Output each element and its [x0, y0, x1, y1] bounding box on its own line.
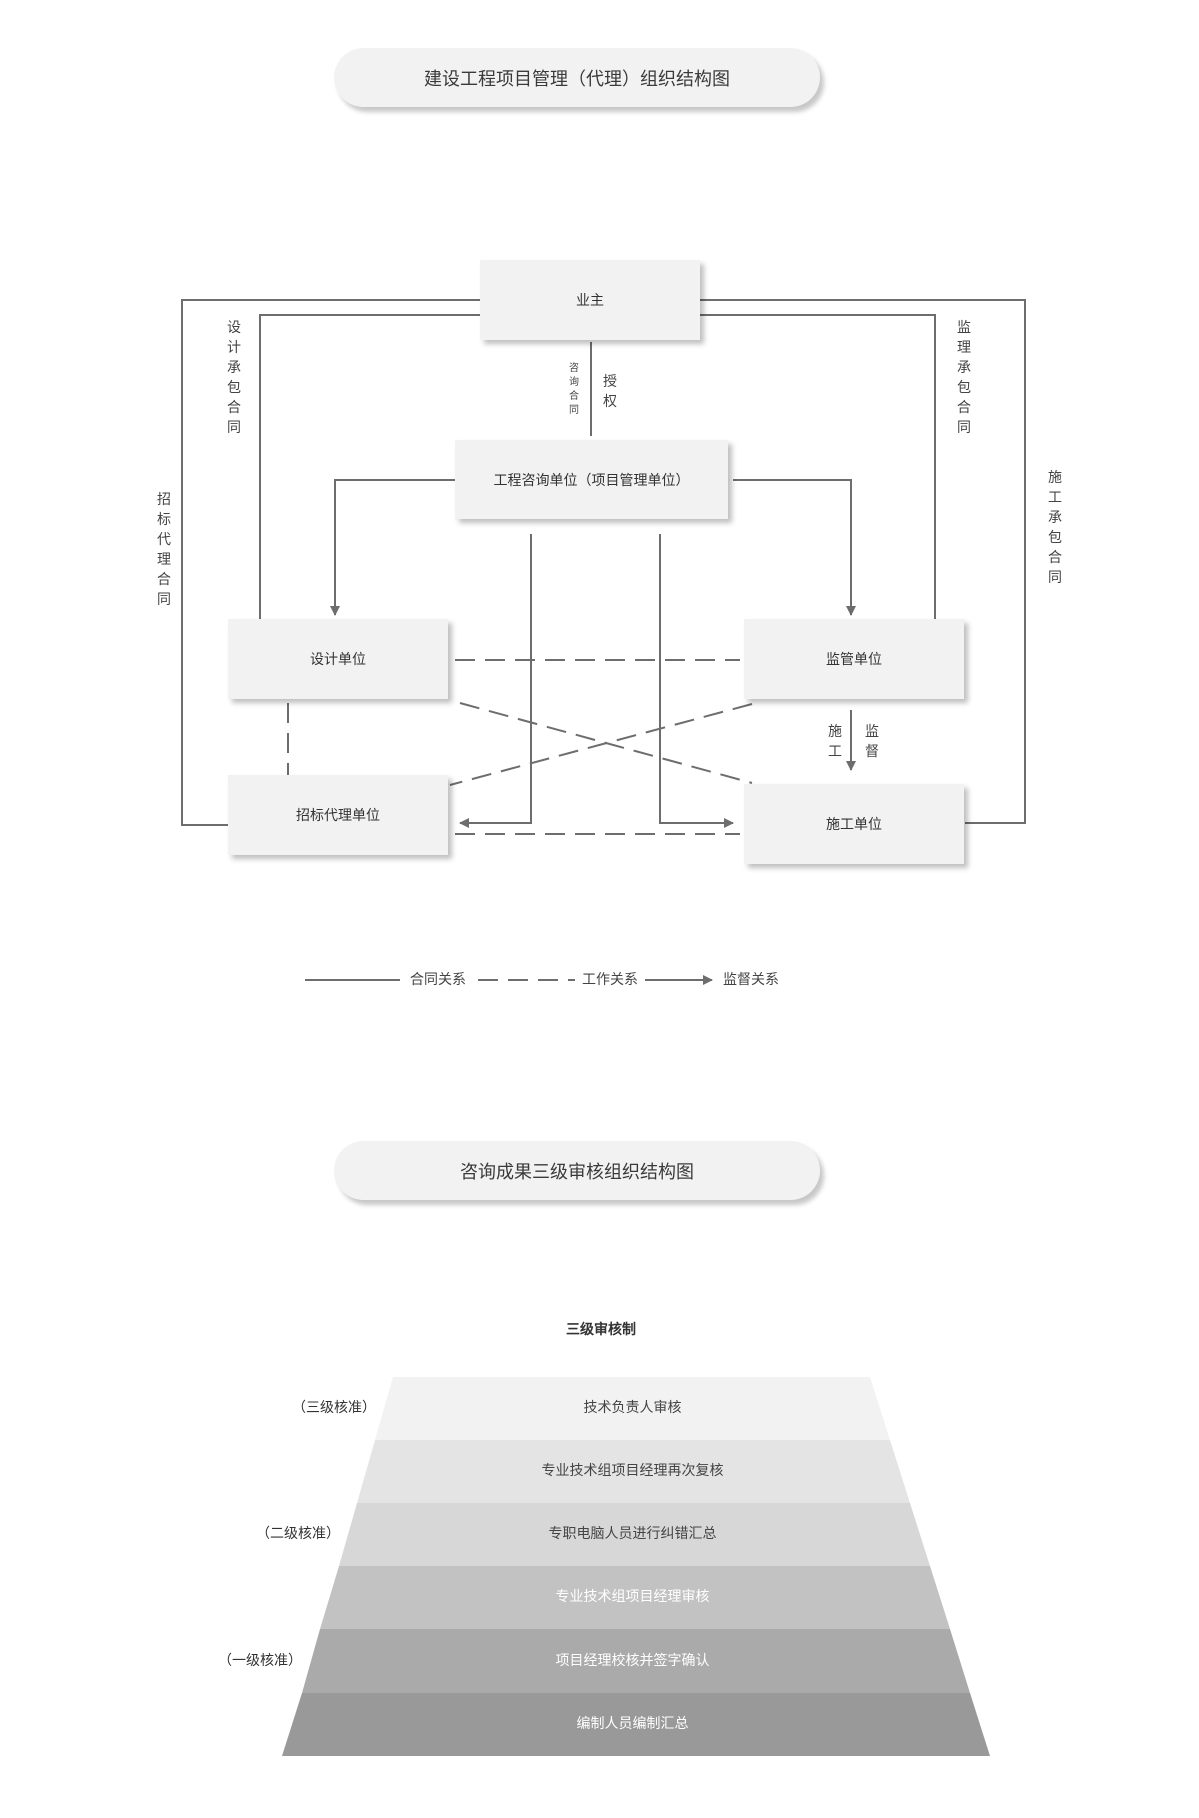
authorize-label: 授权 [603, 374, 617, 410]
review-chart-title: 咨询成果三级审核组织结构图 [334, 1141, 820, 1200]
pyramid-layer-1 [375, 1377, 890, 1440]
pyramid-layer-4 [320, 1566, 950, 1629]
oversight-label: 监督 [865, 724, 879, 760]
pyramid-layer-2 [357, 1440, 910, 1503]
node-consult: 工程咨询单位（项目管理单位） [455, 440, 728, 519]
supervise-tender-work-line [449, 703, 753, 786]
pyramid-layer-label: 技术负责人审核 [583, 1400, 682, 1416]
pyramid-layer-label: 项目经理校核并签字确认 [555, 1653, 710, 1669]
pyramid-layer-5 [302, 1629, 970, 1693]
node-design: 设计单位 [228, 619, 448, 699]
pyramid-title: 三级审核制 [566, 1322, 636, 1338]
consult-to-design-arrow [330, 479, 455, 616]
level-label-3: （三级核准） [292, 1400, 376, 1416]
legend-work-label: 工作关系 [582, 972, 638, 988]
tender-contract-label: 招标代理合同 [157, 492, 171, 608]
pyramid-layer-label: 专职电脑人员进行纠错汇总 [548, 1526, 717, 1542]
level-label-1: （一级核准） [218, 1653, 302, 1669]
pyramid-layer-label: 编制人员编制汇总 [576, 1716, 689, 1732]
supervise-contract-line [700, 314, 936, 620]
legend-contract-label: 合同关系 [410, 972, 466, 988]
tender-contract-line [181, 299, 486, 826]
construct-contract-line [700, 299, 1026, 824]
design-contract-line [259, 314, 486, 620]
node-supervise: 监管单位 [744, 619, 964, 699]
design-contract-label: 设计承包合同 [227, 320, 241, 436]
pyramid-layer-3 [339, 1503, 930, 1566]
pyramid-layer-label: 专业技术组项目经理再次复核 [541, 1463, 724, 1479]
legend-supervision-label: 监督关系 [723, 972, 779, 988]
node-construct: 施工单位 [744, 784, 964, 864]
level-label-2: （二级核准） [256, 1526, 340, 1542]
consult-to-supervise-arrow [733, 479, 856, 616]
construct-contract-label: 施工承包合同 [1048, 470, 1062, 586]
construction-label: 施工 [828, 724, 842, 760]
node-tender: 招标代理单位 [228, 775, 448, 855]
node-owner: 业主 [480, 260, 700, 340]
consult-to-tender-arrow [459, 534, 532, 828]
consult-contract-label: 咨询合同 [569, 363, 579, 416]
supervise-contract-label: 监理承包合同 [957, 320, 971, 436]
pyramid-layer-6 [282, 1693, 990, 1756]
consult-to-construct-arrow [659, 534, 734, 828]
pyramid-layer-label: 专业技术组项目经理审核 [555, 1589, 710, 1605]
org-chart-title: 建设工程项目管理（代理）组织结构图 [334, 48, 820, 107]
